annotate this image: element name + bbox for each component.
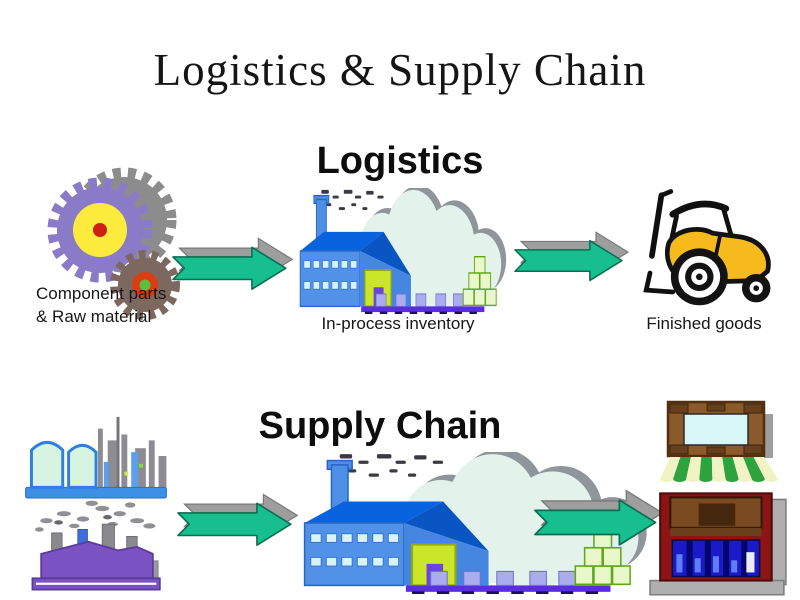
- arrow-right-icon: [504, 230, 636, 285]
- arrow-right-icon: [162, 236, 300, 294]
- source-label-line2: & Raw material: [36, 306, 152, 326]
- slide-title: Logistics & Supply Chain: [153, 45, 647, 95]
- arrow-right-icon: [170, 492, 302, 550]
- refinery-icon: [20, 413, 172, 501]
- logistics-heading: Logistics: [316, 140, 484, 182]
- source-label: Component parts & Raw material: [36, 283, 211, 329]
- output-label: Finished goods: [646, 314, 762, 333]
- supply-chain-heading: Supply Chain: [258, 405, 502, 447]
- forklift-icon: [626, 182, 784, 310]
- smokestack-plant-icon: [18, 498, 176, 594]
- source-label-line1: Component parts: [36, 284, 167, 303]
- storefront-icon: [648, 483, 792, 597]
- factory-cloud-icon: [289, 188, 513, 314]
- process-label: In-process inventory: [321, 314, 475, 333]
- shop-window-icon: [660, 400, 790, 482]
